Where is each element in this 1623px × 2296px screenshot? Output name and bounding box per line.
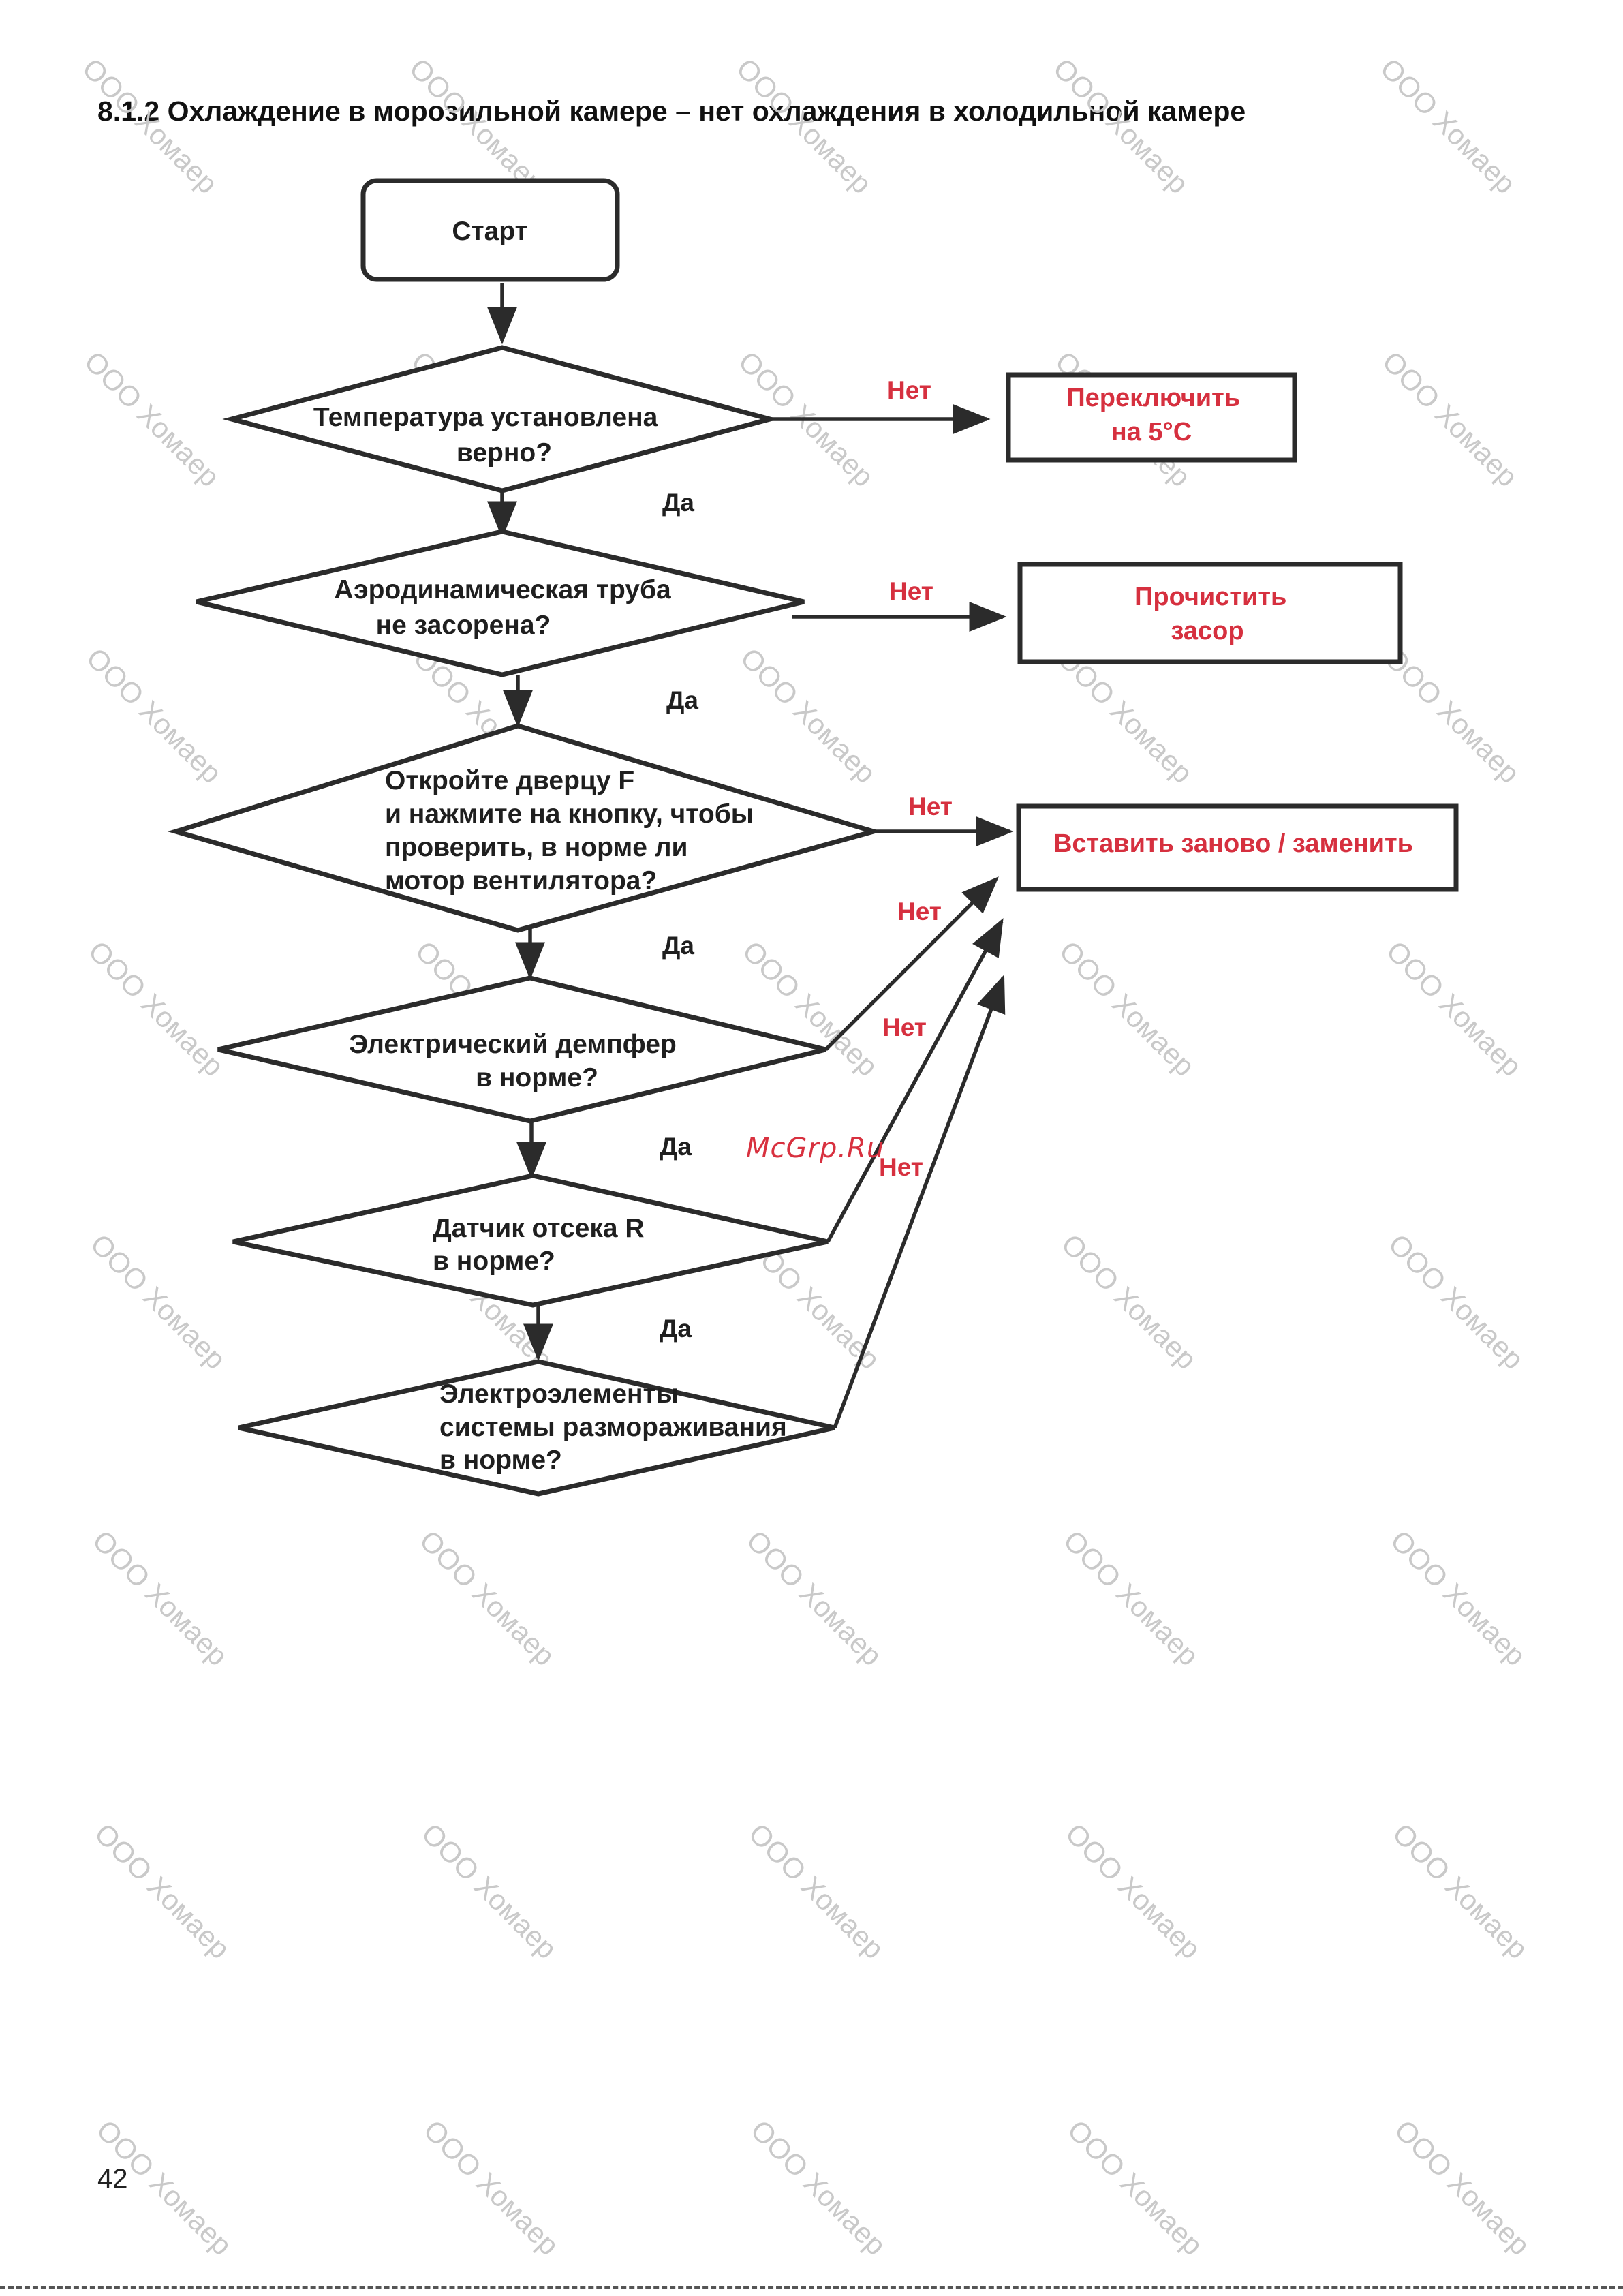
watermark-text: ООО Хомаер <box>416 1817 563 1965</box>
decision-temperature-line-1: Температура установлена <box>313 403 658 432</box>
decision-sensor-r-line-2: в норме? <box>433 1246 555 1276</box>
watermark-text: ООО Хомаер <box>80 641 228 789</box>
decision-temperature-line-2: верно? <box>457 438 552 468</box>
watermark-text: ООО Хомаер <box>1385 1524 1532 1672</box>
svg-text:Электрический демпфер в: Электрический демпфер в норме? <box>349 1030 683 1092</box>
decision-air-duct-line-2: не засорена? <box>376 611 551 640</box>
connectors <box>487 283 1014 1428</box>
arrow-d4-to-a3 <box>824 876 999 1051</box>
watermark-text: ООО Хомаер <box>730 52 878 200</box>
watermark-text: ООО Хомаер <box>1376 345 1524 493</box>
svg-text:Переключить на 5°C: Переключить на 5°C <box>1066 384 1247 446</box>
watermark-text: ООО Хомаер <box>1057 1524 1205 1672</box>
watermark-text: ООО Хомаер <box>403 52 551 200</box>
watermark-text: ООО Хомаер <box>89 1817 236 1965</box>
edge-no-1: Нет <box>887 376 931 404</box>
decision-sensor-r-line-1: Датчик отсека R <box>433 1214 645 1243</box>
decision-defrost-line-3: в норме? <box>439 1445 562 1475</box>
watermark-text: ООО Хомаер <box>1055 1227 1203 1375</box>
svg-text:Прочистить засор: Прочистить засор <box>1134 583 1294 645</box>
footer-divider <box>0 2286 1623 2289</box>
edge-no-3: Нет <box>908 793 953 821</box>
arrow-d6-to-a3 <box>833 974 1006 1428</box>
watermark-text: ООО Хомаер <box>418 2113 566 2261</box>
action-clean-blockage: Прочистить засор <box>1017 562 1403 664</box>
decision-air-duct: Аэродинамическая труба не засорена? <box>196 529 805 677</box>
edge-yes-2: Да <box>666 686 698 714</box>
watermark-text: ООО Хомаер <box>745 2113 893 2261</box>
watermark-text: ООО Хомаер <box>76 52 224 200</box>
svg-text:Температура установлена: Температура установлена верно? <box>313 403 665 468</box>
decision-damper-line-2: в норме? <box>476 1063 598 1092</box>
watermark-text: ООО Хомаер <box>78 345 226 493</box>
watermark-text: ООО Хомаер <box>1374 52 1522 200</box>
page-title: 8.1.2 Охлаждение в морозильной камере – … <box>97 95 1246 127</box>
svg-text:Аэродинамическая труба н: Аэродинамическая труба не засорена? <box>334 575 678 640</box>
watermark-text: ООО Хомаер <box>735 641 882 789</box>
start-label: Старт <box>452 217 527 246</box>
watermark-text: ООО Хомаер <box>84 1227 232 1375</box>
watermark-text: ООО Хомаер <box>82 934 230 1082</box>
decision-fan-motor-line-3: проверить, в норме ли <box>385 833 688 862</box>
watermark-text: ООО Хомаер <box>1389 2113 1536 2261</box>
site-watermark: McGrp.Ru <box>746 1133 884 1164</box>
edge-yes-3: Да <box>662 932 694 960</box>
watermark-text: ООО Хомаер <box>1053 934 1201 1082</box>
watermark-text: ООО Хомаер <box>1060 1817 1207 1965</box>
watermark-text: ООО Хомаер <box>1047 52 1195 200</box>
watermark-text: ООО Хомаер <box>741 1524 888 1672</box>
action-reinsert-label: Вставить заново / заменить <box>1053 829 1413 858</box>
watermark-text: ООО Хомаер <box>1380 934 1528 1082</box>
edge-yes-5: Да <box>660 1315 692 1343</box>
watermark-text: ООО Хомаер <box>743 1817 891 1965</box>
edge-no-2: Нет <box>889 577 933 605</box>
arrow-d5-to-a3 <box>826 918 1004 1243</box>
watermark-text: ООО Хомаер <box>414 1524 561 1672</box>
svg-text:Датчик отсека R в норме?: Датчик отсека R в норме? <box>433 1214 651 1276</box>
page-number: 42 <box>97 2164 128 2194</box>
decision-fan-motor-line-4: мотор вентилятора? <box>385 866 657 896</box>
action-clean-line-2: засор <box>1171 617 1243 645</box>
decision-fan-motor-line-2: и нажмите на кнопку, чтобы <box>385 799 754 829</box>
action-switch-temperature: Переключить на 5°C <box>1006 372 1297 463</box>
decision-defrost-line-1: Электроэлементы <box>439 1379 679 1409</box>
decision-fan-motor-line-1: Откройте дверцу F <box>385 766 634 795</box>
edge-yes-4: Да <box>660 1133 692 1161</box>
decision-damper-line-1: Электрический демпфер <box>349 1030 676 1059</box>
edge-no-5: Нет <box>882 1013 927 1041</box>
action-reinsert-replace: Вставить заново / заменить <box>1016 803 1459 892</box>
edge-no-6: Нет <box>879 1153 923 1181</box>
watermark-text: ООО Хомаер <box>87 1524 234 1672</box>
decision-sensor-r: Датчик отсека R в норме? <box>232 1173 829 1308</box>
decision-fan-motor: Откройте дверцу F и нажмите на кнопку, ч… <box>167 723 882 933</box>
watermark-text: ООО Хомаер <box>1382 1227 1530 1375</box>
decision-defrost: Электроэлементы системы размораживания в… <box>238 1359 835 1497</box>
watermark-text: ООО Хомаер <box>1387 1817 1534 1965</box>
decision-defrost-line-2: системы размораживания <box>439 1413 787 1442</box>
action-clean-line-1: Прочистить <box>1134 583 1286 611</box>
edge-no-4: Нет <box>897 898 942 925</box>
edge-yes-1: Да <box>662 489 694 517</box>
svg-text:Электроэлементы системы: Электроэлементы системы размораживания в… <box>439 1379 794 1475</box>
watermark-text: ООО Хомаер <box>1062 2113 1209 2261</box>
decision-damper: Электрический демпфер в норме? <box>217 975 826 1124</box>
decision-temperature: Температура установлена верно? <box>222 345 779 493</box>
action-switch-line-1: Переключить <box>1066 384 1240 412</box>
svg-text:Откройте дверцу F и нажм: Откройте дверцу F и нажмите на кнопку, ч… <box>385 766 761 896</box>
decision-air-duct-line-1: Аэродинамическая труба <box>334 575 671 604</box>
start-node: Старт <box>360 178 620 282</box>
action-switch-line-2: на 5°C <box>1111 418 1192 446</box>
